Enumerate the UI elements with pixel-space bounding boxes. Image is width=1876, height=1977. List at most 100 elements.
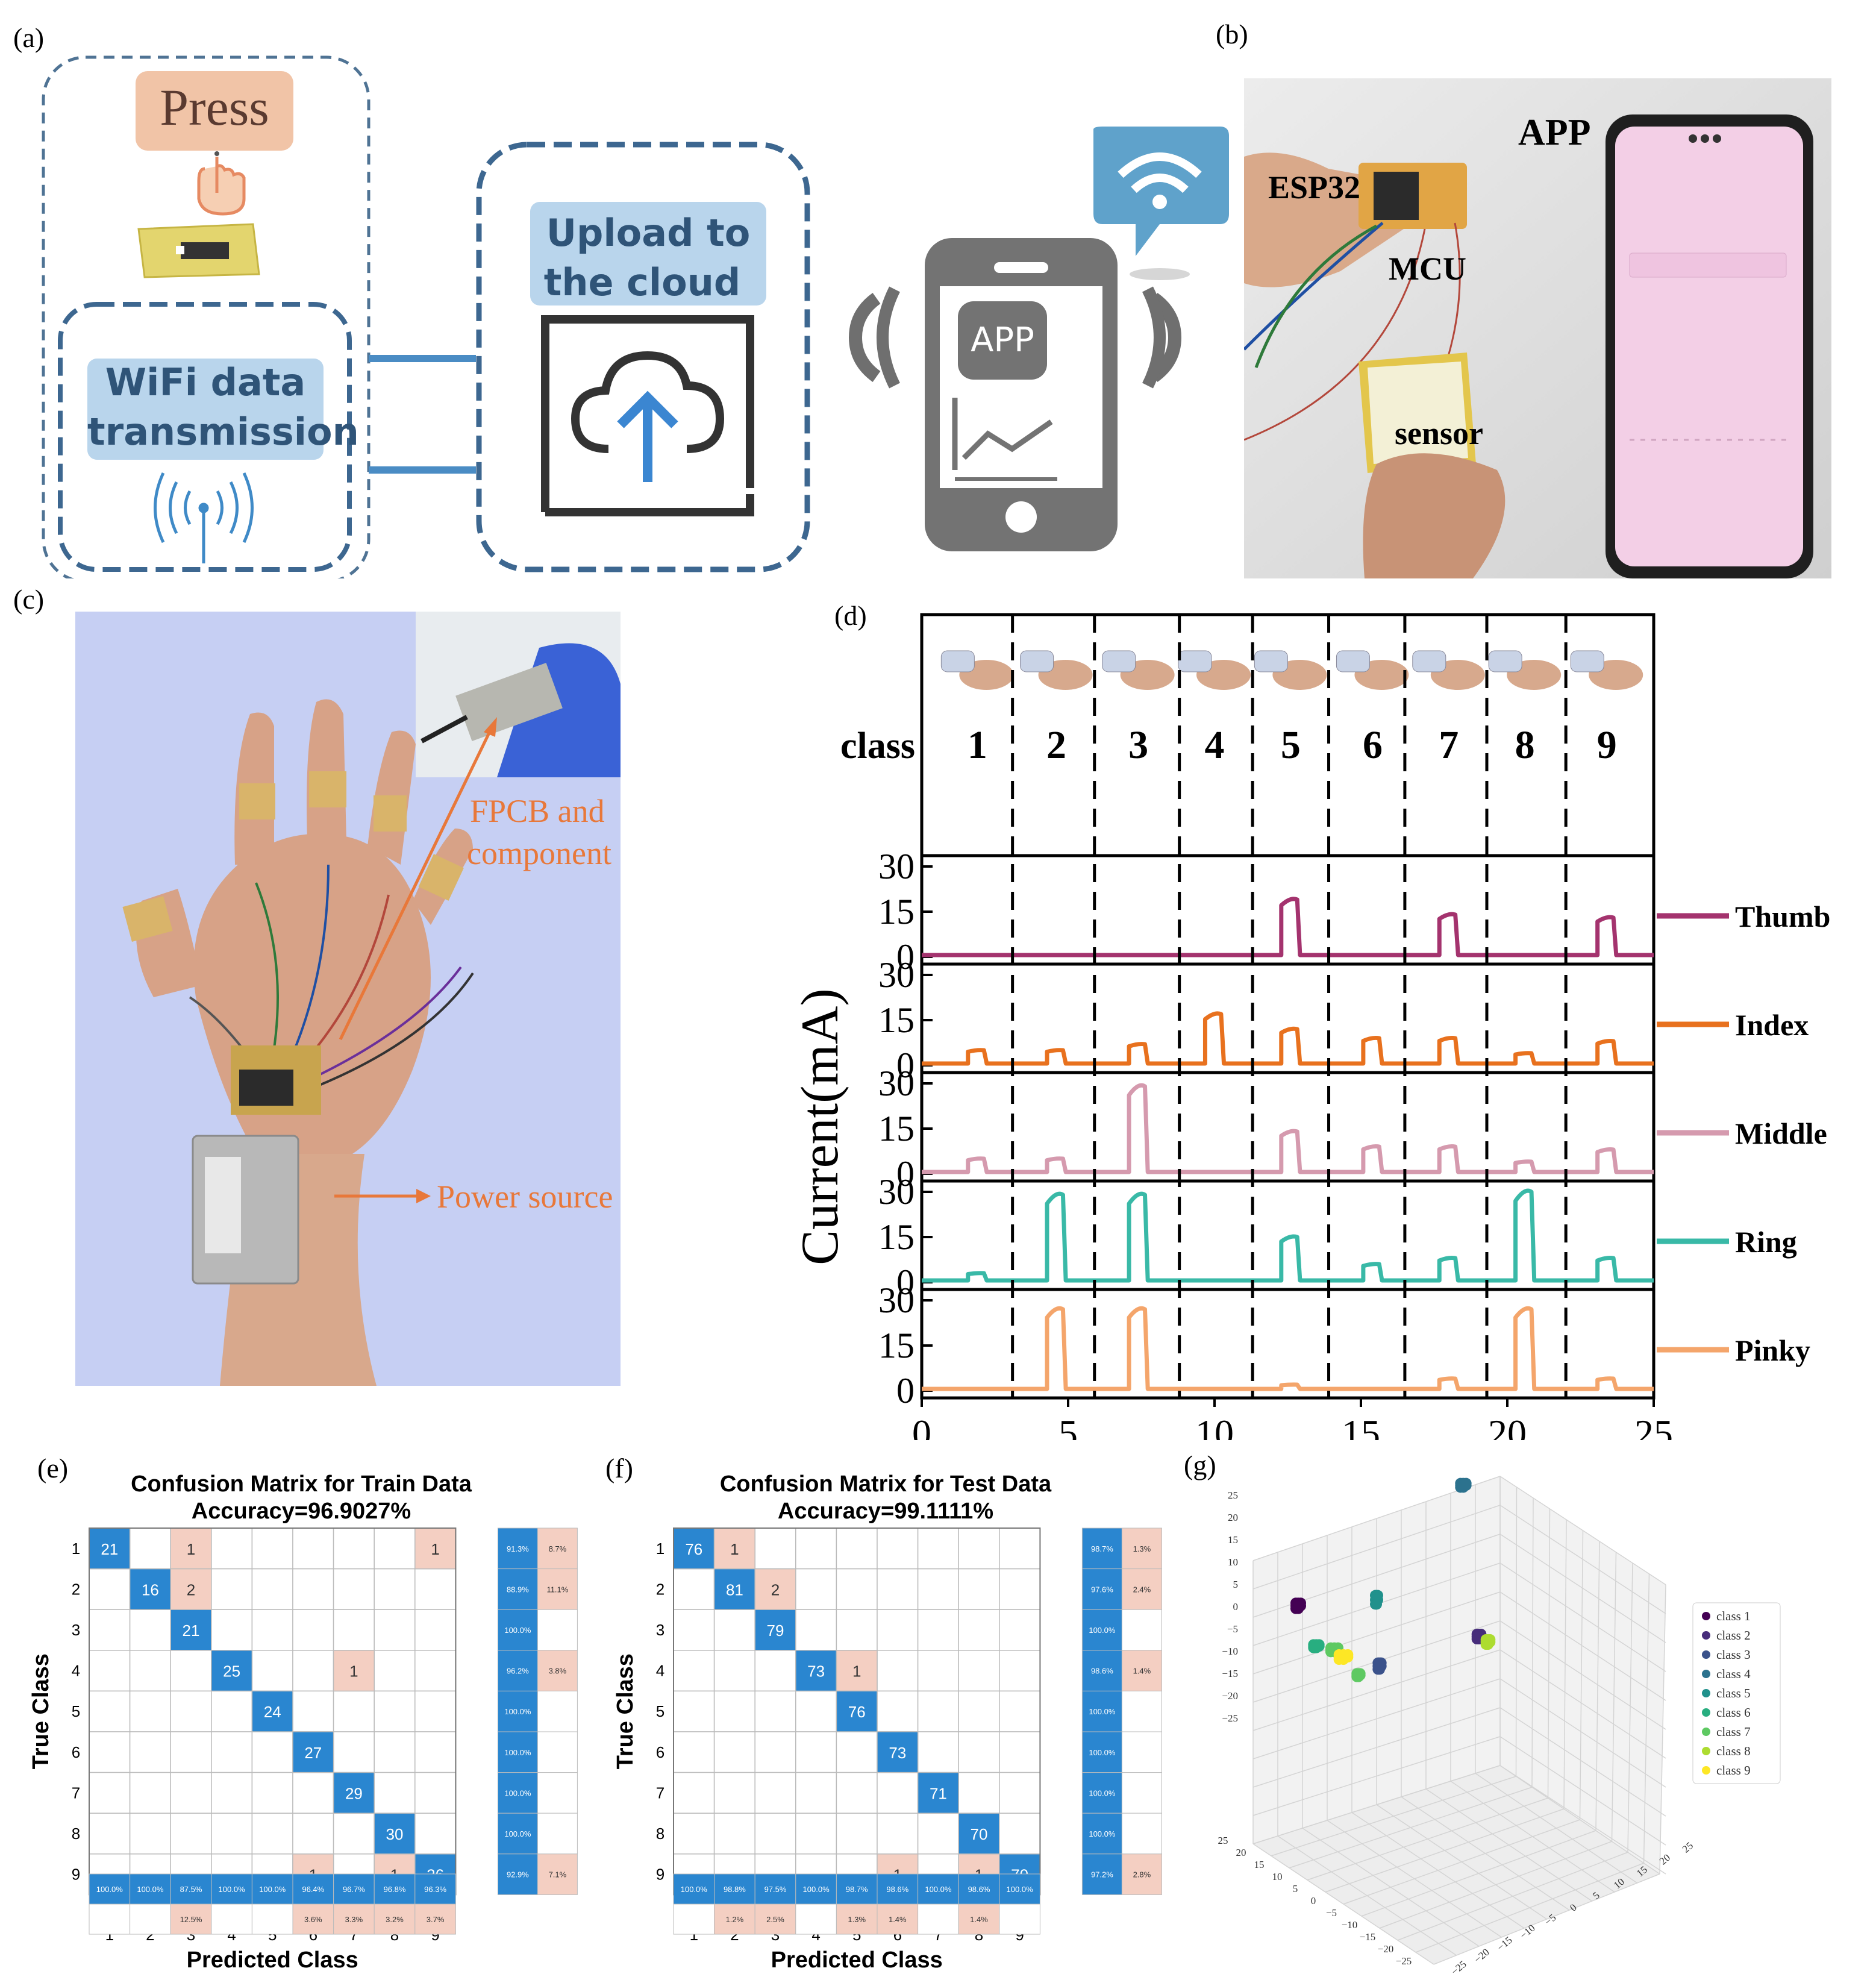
cm-col-sum-err-text-5: 3.6% (304, 1915, 322, 1924)
cm-value-0-0: 21 (101, 1540, 118, 1558)
signal-line-pinky (922, 1306, 1654, 1391)
cm-value-cell-1-2 (170, 1568, 212, 1610)
cm-cell-7-6 (917, 1813, 959, 1855)
legend-label-3: class 3 (1716, 1647, 1751, 1662)
cm-col-sum-pct-text-2: 97.5% (764, 1885, 787, 1894)
cm-cell-0-4 (836, 1527, 878, 1570)
cm-cell-5-8 (414, 1731, 457, 1773)
cm-row-sum-pct-3 (497, 1650, 538, 1691)
cm-row-sum-pct-5 (497, 1731, 538, 1773)
cm-col-sum-pct-text-7: 96.8% (384, 1885, 406, 1894)
cm-value-2-2: 79 (767, 1621, 784, 1640)
cm-cell-6-5 (292, 1772, 334, 1814)
grid-rw-h-10 (1499, 1765, 1666, 1875)
wifi-dashed-box (58, 302, 352, 572)
class-photo-object-6 (1336, 650, 1370, 672)
grid-fl-b-5 (1376, 1804, 1547, 1920)
wifi-label-line1: WiFi data (105, 360, 306, 404)
cm-xlabel: Predicted Class (187, 1947, 358, 1973)
xtick-10: −25 (1396, 1955, 1412, 1967)
xtick-label-15: 15 (1342, 1412, 1380, 1440)
xtick-9: −20 (1378, 1943, 1394, 1955)
cm-cell-3-1 (129, 1650, 171, 1692)
cluster-point-0-7 (1293, 1603, 1304, 1614)
cm-row-sum-pct-8 (1081, 1853, 1122, 1895)
ytick-label-ring-0: 0 (896, 1262, 915, 1302)
cm-value-cell-3-3 (211, 1650, 253, 1692)
panel-label-b: (b) (1216, 19, 1248, 49)
cm-cell-6-3 (211, 1772, 253, 1814)
cm-col-sum-pct-text-8: 96.3% (424, 1885, 446, 1894)
cm-cell-5-2 (170, 1731, 212, 1773)
grid-rw-h-5 (1499, 1620, 1666, 1730)
grid-fl-a-7 (1379, 1841, 1612, 1929)
cm-cell-5-4 (836, 1731, 878, 1773)
xtick-8: −15 (1360, 1931, 1376, 1943)
cm-cell-1-4 (836, 1568, 878, 1610)
cm-col-sum-err-text-2: 2.5% (766, 1915, 784, 1924)
cm-row-sum-err-2 (1121, 1609, 1162, 1651)
cm-row-sum-err-4 (1121, 1690, 1162, 1732)
xtick-5: 0 (1311, 1895, 1316, 1907)
cm-row-sum-err-2 (537, 1609, 578, 1651)
class-row-label: class (840, 725, 915, 766)
cm-cell-7-3 (211, 1813, 253, 1855)
wifi-label-box (87, 359, 324, 460)
cm-value-2-2: 21 (183, 1621, 200, 1640)
cm-value-cell-1-1 (129, 1568, 171, 1610)
cm-value-cell-5-5 (292, 1731, 334, 1773)
cm-col-sum-err-7 (374, 1903, 416, 1935)
xtick-label-5: 5 (1058, 1412, 1078, 1440)
ytick-label-thumb-0: 0 (896, 937, 915, 977)
ytick-label-ring-15: 15 (878, 1217, 915, 1257)
ztick-7: −10 (1222, 1646, 1238, 1657)
class-photo-8 (1488, 650, 1562, 690)
xtick-label-0: 0 (912, 1412, 931, 1440)
grid-fl-b-9 (1475, 1773, 1637, 1884)
cm-value-cell-2-2 (170, 1609, 212, 1651)
cm-col-sum-err-5 (292, 1903, 334, 1935)
ytick-label-index-0: 0 (896, 1045, 915, 1085)
class-number-6: 6 (1363, 723, 1383, 767)
xtick-label-25: 25 (1634, 1412, 1673, 1440)
cm-col-sum-pct-1 (714, 1873, 755, 1905)
cm-cell-1-8 (414, 1568, 457, 1610)
cm-row-sum-pct-text-1: 97.6% (1091, 1585, 1113, 1594)
cm-col-sum-pct-4 (836, 1873, 878, 1905)
cm-row-sum-pct-5 (1081, 1731, 1122, 1773)
cm-value-cell-3-6 (333, 1650, 375, 1692)
cm-col-sum-pct-0 (673, 1873, 715, 1905)
cm-col-sum-pct-text-5: 96.4% (302, 1885, 324, 1894)
cm-row-sum-pct-text-0: 98.7% (1091, 1544, 1113, 1553)
cm-row-sum-pct-2 (497, 1609, 538, 1651)
cm-row-sum-pct-1 (1081, 1568, 1122, 1610)
legend-marker-8 (1702, 1747, 1710, 1755)
cm-value-0-1: 1 (730, 1540, 739, 1558)
cm-cell-4-2 (754, 1690, 796, 1732)
cm-row-label-2: 2 (72, 1580, 80, 1598)
panel-a-graphics (42, 55, 1229, 583)
cm-row-label-7: 7 (656, 1784, 664, 1802)
cm-cell-5-6 (917, 1731, 959, 1773)
cm-col-sum-pct-8 (414, 1873, 456, 1905)
xtick-label-10: 10 (1195, 1412, 1234, 1440)
cm-cell-7-5 (877, 1813, 919, 1855)
cm-col-sum-err-8 (999, 1903, 1040, 1935)
cm-value-5-5: 73 (889, 1744, 906, 1762)
panel-label-f: (f) (605, 1453, 633, 1484)
cm-cell-0-1 (129, 1527, 171, 1570)
cm-value-3-6: 1 (349, 1662, 358, 1681)
cm-cell-2-8 (414, 1609, 457, 1651)
cm-row-label-1: 1 (656, 1540, 664, 1558)
class-number-7: 7 (1439, 723, 1459, 767)
cm-cell-1-6 (333, 1568, 375, 1610)
cm-cell-2-1 (713, 1609, 755, 1651)
esp32-label: ESP32 (1268, 169, 1361, 205)
cm-ylabel: True Class (28, 1653, 54, 1769)
cm-col-sum-pct-text-3: 100.0% (803, 1885, 830, 1894)
cm-col-sum-err-0 (89, 1903, 131, 1935)
cm-value-cell-1-1 (713, 1568, 755, 1610)
cm-cell-0-8 (999, 1527, 1041, 1570)
legend-marker-2 (1702, 1631, 1710, 1640)
ytick-0: −25 (1449, 1958, 1469, 1974)
